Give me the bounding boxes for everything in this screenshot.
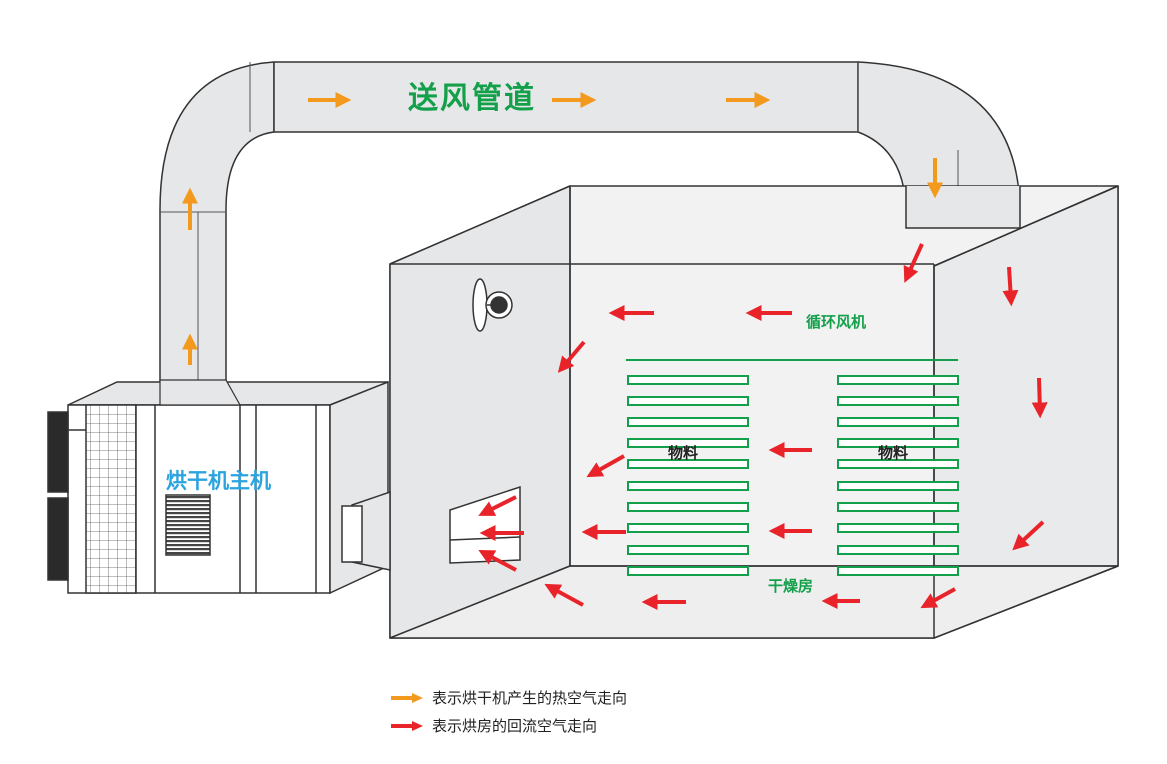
fan-icon bbox=[472, 278, 513, 332]
rack-right bbox=[837, 375, 959, 576]
legend-text-hot-air: 表示烘干机产生的热空气走向 bbox=[432, 688, 628, 707]
duct-outlet bbox=[905, 186, 1021, 229]
legend: 表示烘干机产生的热空气走向 表示烘房的回流空气走向 bbox=[390, 686, 627, 742]
dryer-unit bbox=[47, 380, 389, 595]
orange-arrow-icon bbox=[391, 693, 423, 703]
rack-left bbox=[627, 375, 749, 576]
drying-room bbox=[389, 185, 1119, 639]
hot-air-arrows bbox=[182, 92, 943, 365]
material-racks bbox=[626, 359, 959, 576]
legend-item-return-air: 表示烘房的回流空气走向 bbox=[390, 714, 627, 738]
legend-item-hot-air: 表示烘干机产生的热空气走向 bbox=[390, 686, 627, 710]
unit-connector bbox=[341, 490, 391, 571]
material-label-left: 物料 bbox=[668, 444, 699, 462]
duct-base bbox=[159, 379, 242, 406]
circulation-fan-label: 循环风机 bbox=[806, 313, 867, 331]
supply-duct bbox=[159, 61, 1021, 391]
supply-duct-label: 送风管道 bbox=[408, 81, 536, 116]
dryer-unit-label: 烘干机主机 bbox=[166, 469, 271, 493]
red-arrow-icon bbox=[391, 721, 423, 731]
legend-text-return-air: 表示烘房的回流空气走向 bbox=[432, 716, 598, 735]
drying-room-label: 干燥房 bbox=[768, 577, 814, 595]
return-air-arrows bbox=[478, 243, 1048, 610]
material-label-right: 物料 bbox=[878, 444, 909, 462]
